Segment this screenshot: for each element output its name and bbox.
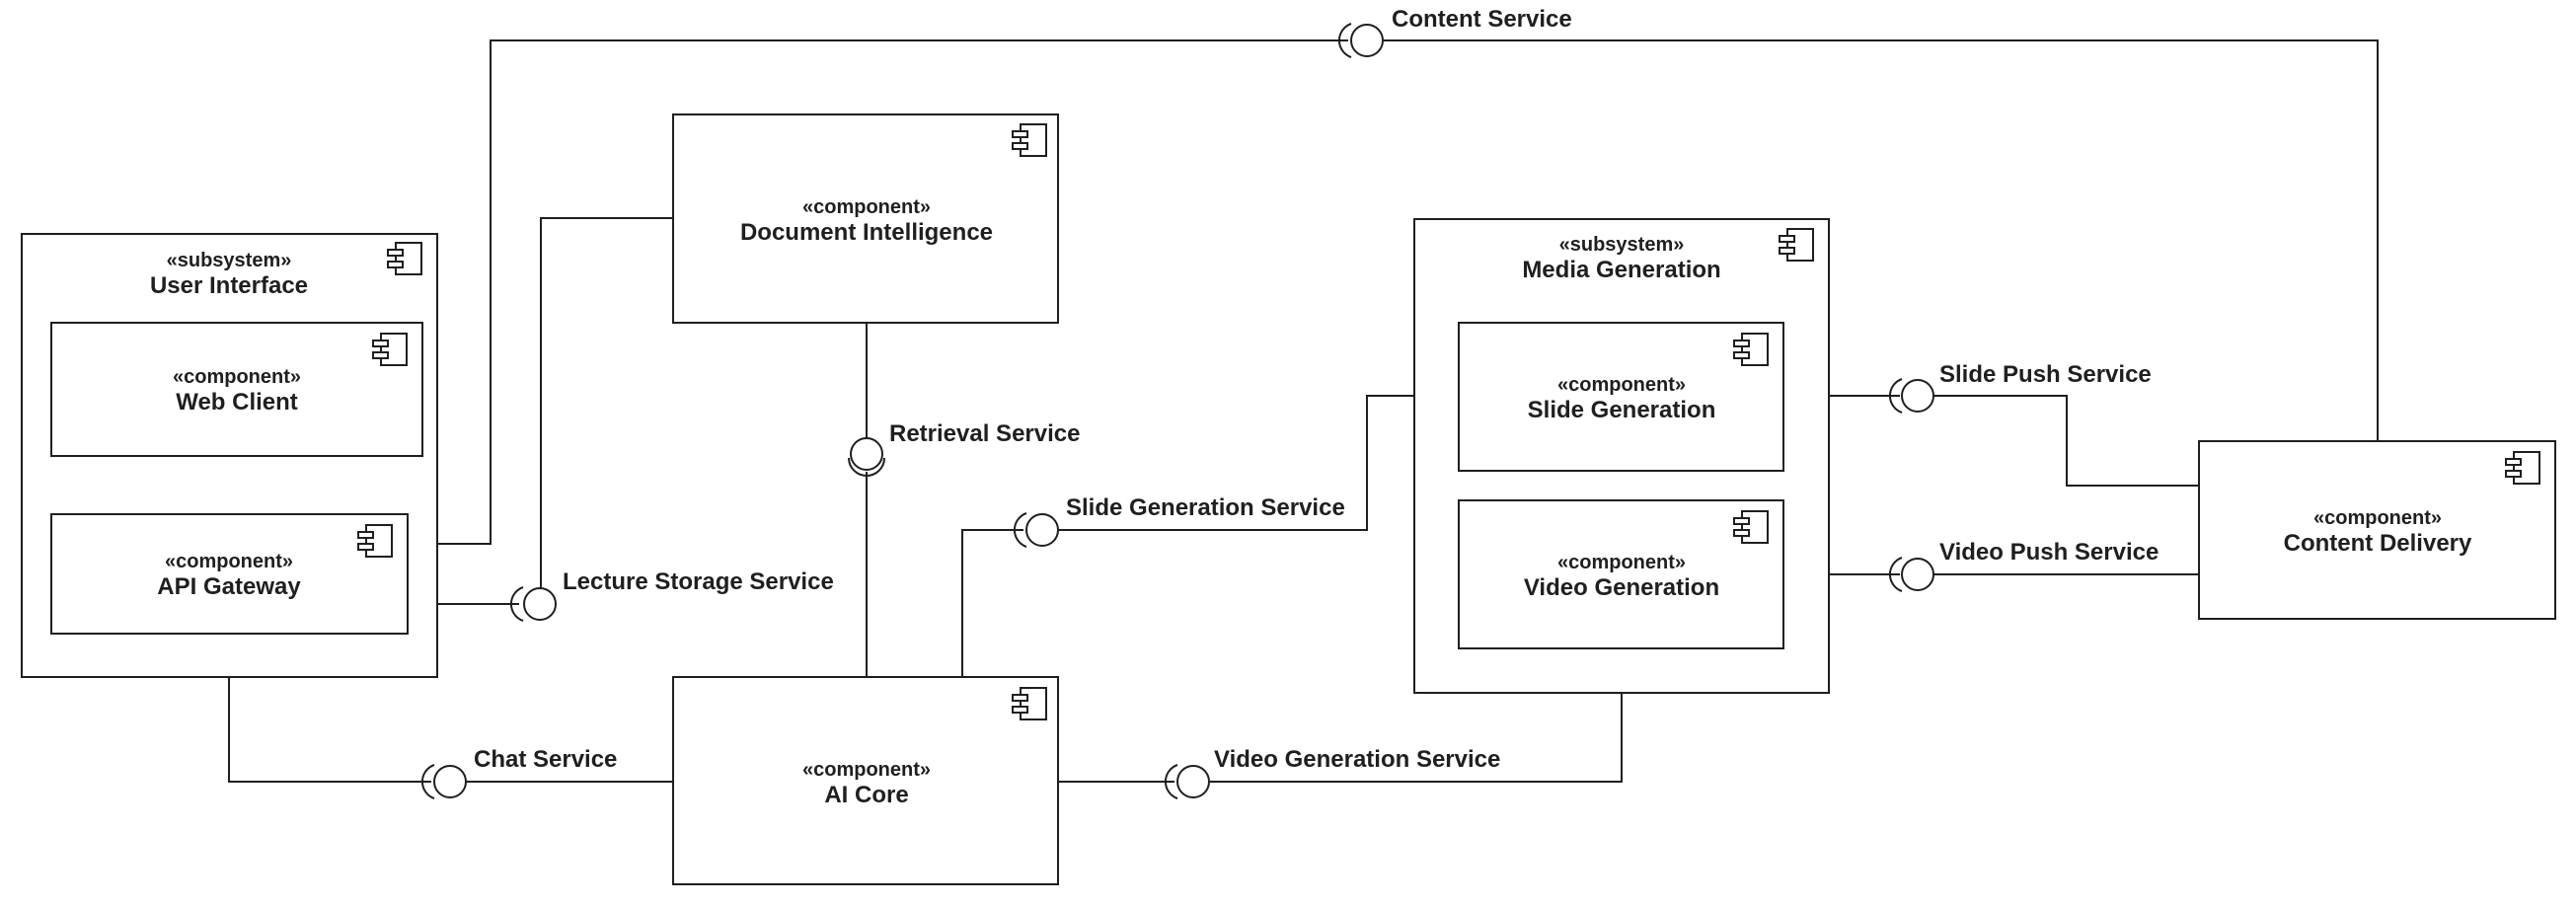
component-content-delivery[interactable]: «component» Content Delivery	[2198, 440, 2556, 620]
stereotype-label: «component»	[2313, 507, 2442, 529]
interface-label: Chat Service	[474, 746, 617, 773]
component-name: Document Intelligence	[740, 219, 993, 246]
stereotype-label: «subsystem»	[167, 250, 292, 271]
component-name: AI Core	[824, 782, 908, 808]
socket-icon	[1337, 23, 1352, 58]
socket-icon	[420, 764, 435, 799]
interface-content-service[interactable]: Content Service	[1337, 6, 1572, 58]
lollipop-icon	[850, 437, 883, 471]
interface-slide-push-service[interactable]: Slide Push Service	[1888, 361, 2152, 414]
connector-slide-gen-required	[961, 529, 1023, 677]
component-name: Content Delivery	[2284, 530, 2472, 557]
component-video-generation[interactable]: «component» Video Generation	[1458, 499, 1784, 649]
connector-slide-gen-provided	[1043, 395, 1459, 531]
interface-label: Slide Push Service	[1939, 361, 2152, 388]
lollipop-icon	[1901, 379, 1934, 413]
connector-chat-required	[228, 634, 431, 783]
interface-lecture-storage-service[interactable]: Lecture Storage Service	[509, 568, 834, 622]
stereotype-label: «component»	[1557, 552, 1686, 573]
component-name: Slide Generation	[1528, 397, 1716, 423]
socket-icon	[1164, 764, 1178, 799]
component-slide-generation[interactable]: «component» Slide Generation	[1458, 322, 1784, 472]
connector-lecture-storage-provided	[540, 217, 673, 589]
component-ai-core[interactable]: «component» AI Core	[672, 676, 1059, 885]
connector-slide-push-provided	[1932, 395, 2199, 487]
interface-label: Slide Generation Service	[1066, 494, 1345, 521]
component-document-intelligence[interactable]: «component» Document Intelligence	[672, 113, 1059, 324]
interface-chat-service[interactable]: Chat Service	[420, 746, 617, 799]
stereotype-label: «component»	[802, 196, 931, 218]
stereotype-label: «component»	[165, 551, 293, 572]
lollipop-icon	[1176, 765, 1210, 798]
interface-retrieval-service[interactable]: Retrieval Service	[848, 420, 1080, 477]
interface-slide-generation-service[interactable]: Slide Generation Service	[1013, 494, 1345, 548]
socket-icon	[1013, 512, 1027, 548]
stereotype-label: «subsystem»	[1559, 234, 1685, 256]
lollipop-icon	[1901, 558, 1934, 591]
stereotype-label: «component»	[173, 366, 301, 388]
socket-icon	[1888, 378, 1903, 414]
component-name: Video Generation	[1524, 574, 1719, 601]
stereotype-label: «component»	[802, 759, 931, 781]
component-name: API Gateway	[157, 573, 301, 600]
lollipop-icon	[523, 587, 557, 621]
interface-label: Video Push Service	[1939, 539, 2159, 566]
lollipop-icon	[1350, 24, 1384, 57]
component-name: Web Client	[176, 389, 298, 416]
component-api-gateway[interactable]: «component» API Gateway	[50, 513, 409, 635]
interface-label: Retrieval Service	[889, 420, 1080, 447]
interface-video-push-service[interactable]: Video Push Service	[1888, 539, 2159, 592]
lollipop-icon	[433, 765, 467, 798]
interface-label: Video Generation Service	[1214, 746, 1500, 773]
lollipop-icon	[1025, 513, 1059, 547]
socket-icon	[848, 457, 885, 477]
component-name: User Interface	[150, 272, 308, 299]
interface-video-generation-service[interactable]: Video Generation Service	[1164, 746, 1500, 799]
component-name: Media Generation	[1522, 257, 1720, 283]
component-web-client[interactable]: «component» Web Client	[50, 322, 423, 457]
socket-icon	[1888, 557, 1903, 592]
connector-content-service-required	[408, 39, 1348, 545]
connector-content-service-provided	[1384, 39, 2379, 441]
interface-label: Lecture Storage Service	[563, 568, 834, 595]
interface-label: Content Service	[1392, 6, 1572, 33]
stereotype-label: «component»	[1557, 374, 1686, 396]
socket-icon	[509, 586, 524, 622]
